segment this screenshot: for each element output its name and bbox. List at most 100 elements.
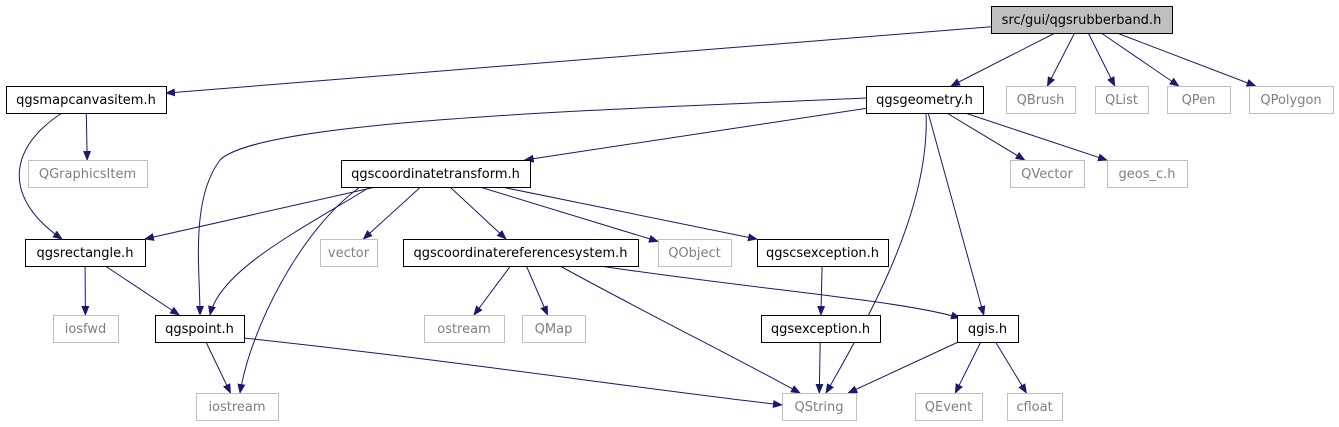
node-qobject: QObject: [658, 239, 732, 267]
node-box: [761, 315, 881, 343]
node-iostream: iostream: [196, 393, 279, 421]
node-label: src/gui/qgsrubberband.h: [1002, 13, 1162, 28]
node-qmap: QMap: [522, 315, 586, 343]
edge-n0-n2: [950, 32, 1056, 87]
node-label: qgsgeometry.h: [876, 93, 973, 108]
node-label: qgspoint.h: [165, 322, 234, 337]
edge-n11-n17: [105, 265, 181, 316]
edge-n15-n20: [817, 265, 826, 316]
node-label: iosfwd: [65, 322, 107, 337]
node-label: QObject: [668, 246, 721, 261]
node-qgraphicsitem: QGraphicsItem: [28, 160, 148, 188]
edge-n1-n11: [18, 112, 63, 240]
node-box: [320, 239, 378, 267]
edge-n21-n23: [847, 341, 959, 394]
node-qgscsexception-h[interactable]: qgscsexception.h: [757, 239, 889, 267]
node-ostream: ostream: [424, 315, 505, 343]
node-label: QPolygon: [1260, 93, 1321, 108]
node-qbrush: QBrush: [1006, 86, 1076, 114]
edge-n8-n22: [237, 186, 361, 394]
edge-n13-n23: [559, 265, 801, 394]
node-label: QString: [794, 400, 843, 415]
edge-n17-n23: [243, 337, 783, 408]
node-box: [1007, 393, 1063, 421]
edge-n8-n13: [449, 186, 507, 240]
node-box: [196, 393, 279, 421]
edge-n8-n11: [143, 186, 376, 241]
node-box: [1006, 86, 1076, 114]
node-label: geos_c.h: [1119, 167, 1176, 182]
edge-n21-n25: [995, 341, 1027, 394]
node-label: QPen: [1182, 93, 1216, 108]
node-box: [155, 315, 245, 343]
node-qpen: QPen: [1167, 86, 1231, 114]
node-box: [757, 239, 889, 267]
node-box: [957, 315, 1019, 343]
node-qgspoint-h[interactable]: qgspoint.h: [155, 315, 245, 343]
node-label: QVector: [1021, 167, 1073, 182]
node-qevent: QEvent: [915, 393, 983, 421]
edge-n0-n1: [165, 26, 992, 97]
node-qgsexception-h[interactable]: qgsexception.h: [761, 315, 881, 343]
node-box: [866, 86, 984, 114]
node-box: [1107, 160, 1188, 188]
node-label: QEvent: [925, 400, 972, 415]
node-qgscoordinatetransform-h[interactable]: qgscoordinatetransform.h: [341, 160, 531, 188]
node-label: QList: [1105, 93, 1138, 108]
node-iosfwd: iosfwd: [53, 315, 119, 343]
edge-n0-n3: [1046, 32, 1076, 87]
node-cfloat: cfloat: [1007, 393, 1063, 421]
node-box: [1095, 86, 1149, 114]
edge-n2-n8: [523, 107, 867, 163]
node-box: [25, 239, 146, 267]
edge-n8-n15: [501, 186, 758, 242]
node-qgscoordinatereferencesystem-h[interactable]: qgscoordinatereferencesystem.h: [403, 239, 639, 267]
node-label: iostream: [208, 400, 265, 415]
edge-n13-n18: [473, 265, 511, 316]
node-box: [991, 6, 1173, 34]
node-box: [6, 86, 167, 114]
node-box: [53, 315, 119, 343]
edges-layer: [18, 26, 1257, 408]
node-qgsgeometry-h[interactable]: qgsgeometry.h: [866, 86, 984, 114]
node-qstring: QString: [782, 393, 857, 421]
edge-n21-n24: [954, 341, 982, 394]
node-label: qgis.h: [968, 322, 1007, 337]
node-qpolygon: QPolygon: [1249, 86, 1334, 114]
edge-n8-n12: [362, 186, 421, 240]
node-qgis-h[interactable]: qgis.h: [957, 315, 1019, 343]
node-box: [403, 239, 639, 267]
node-box: [522, 315, 586, 343]
edge-n2-n21: [927, 112, 986, 316]
node-box: [1249, 86, 1334, 114]
node-box: [341, 160, 531, 188]
node-box: [658, 239, 732, 267]
node-box: [1167, 86, 1231, 114]
node-qgsmapcanvasitem-h[interactable]: qgsmapcanvasitem.h: [6, 86, 167, 114]
edge-n20-n23: [815, 341, 824, 394]
edge-n2-n17: [195, 97, 867, 316]
node-box: [28, 160, 148, 188]
edge-n8-n17: [208, 186, 371, 316]
node-label: ostream: [437, 322, 491, 337]
node-box: [1010, 160, 1085, 188]
node-box: [424, 315, 505, 343]
node-src-gui-qgsrubberband-h[interactable]: src/gui/qgsrubberband.h: [991, 6, 1173, 34]
node-box: [782, 393, 857, 421]
edge-n8-n14: [479, 186, 659, 243]
node-label: qgscoordinatetransform.h: [351, 167, 520, 182]
node-label: QGraphicsItem: [39, 167, 136, 182]
edge-n13-n21: [599, 265, 961, 320]
node-geos-c-h: geos_c.h: [1107, 160, 1188, 188]
node-label: QMap: [535, 322, 573, 337]
edge-n13-n19: [525, 265, 549, 316]
node-label: vector: [328, 246, 370, 261]
node-qgsrectangle-h[interactable]: qgsrectangle.h: [25, 239, 146, 267]
node-box: [915, 393, 983, 421]
edge-n2-n9: [946, 112, 1026, 161]
node-label: cfloat: [1016, 400, 1052, 415]
edge-n0-n4: [1087, 32, 1116, 87]
node-qvector: QVector: [1010, 160, 1085, 188]
node-label: qgsrectangle.h: [36, 246, 133, 261]
